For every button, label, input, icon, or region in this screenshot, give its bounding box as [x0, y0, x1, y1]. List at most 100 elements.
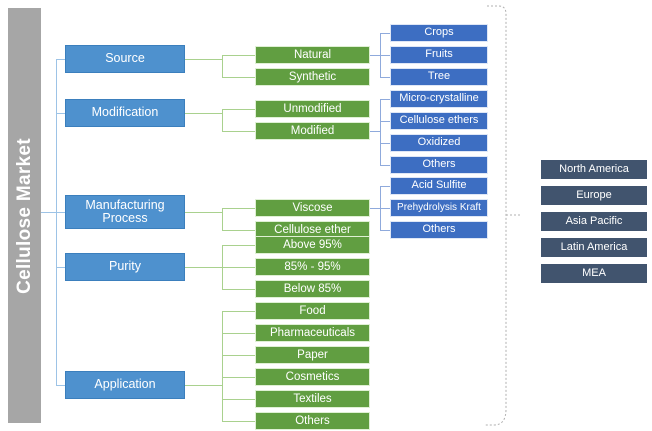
segment-box-purity[interactable]: Purity	[65, 253, 185, 281]
type-box-cellulose-ethers[interactable]: Cellulose ethers	[390, 112, 488, 130]
type-label-acid-sulfite: Acid Sulfite	[411, 179, 467, 192]
type-box-others-modification[interactable]: Others	[390, 156, 488, 174]
natural-connector-tree	[380, 77, 390, 78]
application-connector-textiles	[222, 399, 255, 400]
application-connector-others	[222, 421, 255, 422]
subsegment-label-modified: Modified	[290, 124, 335, 137]
trunk-branch-application	[56, 385, 65, 386]
purity-connector-h	[185, 267, 222, 268]
type-label-cellulose-ethers: Cellulose ethers	[399, 114, 479, 127]
natural-connector-fruits	[380, 55, 390, 56]
region-box-europe[interactable]: Europe	[541, 186, 647, 205]
type-label-tree: Tree	[427, 70, 451, 83]
subsegment-box-modified[interactable]: Modified	[255, 122, 370, 140]
subsegment-box-textiles[interactable]: Textiles	[255, 390, 370, 408]
region-box-latin-america[interactable]: Latin America	[541, 238, 647, 257]
subsegment-label-cellulose-ether: Cellulose ether	[274, 223, 351, 236]
subsegment-label-textiles: Textiles	[293, 392, 332, 405]
source-connector-v	[222, 55, 223, 77]
segment-label-manufacturing-line1: Manufacturing	[85, 197, 165, 212]
subsegment-box-viscose[interactable]: Viscose	[255, 199, 370, 217]
subsegment-label-others-application: Others	[295, 414, 330, 427]
subsegment-box-above-95[interactable]: Above 95%	[255, 236, 370, 254]
modification-connector-v	[222, 109, 223, 131]
subsegment-box-natural[interactable]: Natural	[255, 46, 370, 64]
application-connector-v	[222, 311, 223, 421]
region-label-asia-pacific: Asia Pacific	[565, 214, 623, 227]
region-label-north-america: North America	[559, 162, 629, 175]
modified-connector-celluloseethers	[380, 121, 390, 122]
application-connector-paper	[222, 355, 255, 356]
segment-label-manufacturing-line2: Process	[102, 211, 148, 225]
type-label-others-modification: Others	[422, 158, 456, 171]
viscose-connector-prehydrolysis	[380, 208, 390, 209]
purity-connector-above95	[222, 245, 255, 246]
subsegment-box-85-to-95[interactable]: 85% - 95%	[255, 258, 370, 276]
viscose-connector-others	[380, 230, 390, 231]
subsegment-label-paper: Paper	[297, 348, 328, 361]
application-connector-pharma	[222, 333, 255, 334]
subsegment-box-paper[interactable]: Paper	[255, 346, 370, 364]
modified-connector-v	[380, 99, 381, 165]
purity-connector-below85	[222, 289, 255, 290]
segment-box-modification[interactable]: Modification	[65, 99, 185, 127]
modification-connector-modified	[222, 131, 255, 132]
type-box-crops[interactable]: Crops	[390, 24, 488, 42]
root-market-bar: Cellulose Market	[8, 8, 41, 423]
subsegment-label-viscose: Viscose	[292, 201, 333, 214]
region-box-asia-pacific[interactable]: Asia Pacific	[541, 212, 647, 231]
segment-label-purity: Purity	[109, 259, 141, 274]
segment-label-source: Source	[105, 51, 145, 66]
type-label-others-manufacturing: Others	[422, 223, 456, 236]
type-label-fruits: Fruits	[425, 48, 453, 61]
type-label-prehydrolysis-kraft: Prehydrolysis Kraft	[397, 201, 481, 213]
subsegment-box-cosmetics[interactable]: Cosmetics	[255, 368, 370, 386]
type-box-prehydrolysis-kraft[interactable]: Prehydrolysis Kraft	[390, 199, 488, 217]
source-connector-h	[185, 59, 222, 60]
natural-connector-h	[370, 55, 380, 56]
type-label-micro-crystalline: Micro-crystalline	[399, 92, 479, 105]
type-box-tree[interactable]: Tree	[390, 68, 488, 86]
subsegment-box-synthetic[interactable]: Synthetic	[255, 68, 370, 86]
type-box-acid-sulfite[interactable]: Acid Sulfite	[390, 177, 488, 195]
subsegment-label-natural: Natural	[293, 48, 332, 61]
trunk-branch-manufacturing	[56, 212, 65, 213]
purity-connector-mid95	[222, 267, 255, 268]
modified-connector-oxidized	[380, 143, 390, 144]
segment-label-modification: Modification	[91, 105, 159, 120]
trunk-branch-purity	[56, 267, 65, 268]
subsegment-box-pharmaceuticals[interactable]: Pharmaceuticals	[255, 324, 370, 342]
subsegment-label-pharmaceuticals: Pharmaceuticals	[269, 326, 355, 339]
source-connector-natural	[222, 55, 255, 56]
region-label-europe: Europe	[576, 188, 612, 201]
manufacturing-connector-viscose	[222, 208, 255, 209]
application-connector-cosmetics	[222, 377, 255, 378]
type-label-crops: Crops	[424, 26, 454, 39]
region-box-mea[interactable]: MEA	[541, 264, 647, 283]
type-box-oxidized[interactable]: Oxidized	[390, 134, 488, 152]
application-connector-food	[222, 311, 255, 312]
source-connector-synthetic	[222, 77, 255, 78]
modification-connector-h	[185, 113, 222, 114]
manufacturing-connector-celluloseether	[222, 230, 255, 231]
type-box-others-manufacturing[interactable]: Others	[390, 221, 488, 239]
root-market-label: Cellulose Market	[13, 137, 35, 294]
modified-connector-microcrystalline	[380, 99, 390, 100]
subsegment-box-others-application[interactable]: Others	[255, 412, 370, 430]
viscose-connector-h	[370, 208, 380, 209]
subsegment-label-unmodified: Unmodified	[283, 102, 342, 115]
subsegment-box-unmodified[interactable]: Unmodified	[255, 100, 370, 118]
region-box-north-america[interactable]: North America	[541, 160, 647, 179]
manufacturing-connector-h	[185, 212, 222, 213]
trunk-branch-modification	[56, 113, 65, 114]
subsegment-label-85-to-95: 85% - 95%	[284, 260, 341, 273]
type-box-fruits[interactable]: Fruits	[390, 46, 488, 64]
manufacturing-connector-v	[222, 208, 223, 230]
subsegment-box-below-85[interactable]: Below 85%	[255, 280, 370, 298]
subsegment-label-food: Food	[299, 304, 326, 317]
type-box-micro-crystalline[interactable]: Micro-crystalline	[390, 90, 488, 108]
subsegment-box-food[interactable]: Food	[255, 302, 370, 320]
segment-box-manufacturing-process[interactable]: Manufacturing Process	[65, 195, 185, 229]
segment-box-application[interactable]: Application	[65, 371, 185, 399]
segment-box-source[interactable]: Source	[65, 45, 185, 73]
